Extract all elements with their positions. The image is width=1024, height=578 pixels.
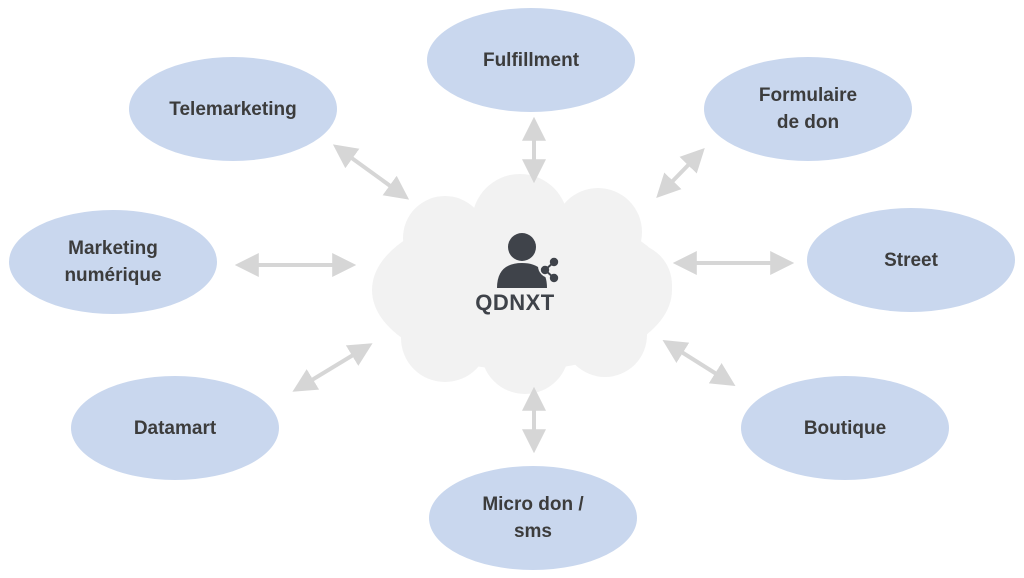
arrow-telemarketing (332, 144, 410, 200)
user-share-icon (497, 233, 562, 288)
node-marketing-ellipse (9, 210, 217, 314)
arrow-boutique (662, 340, 736, 386)
arrow-datamart (292, 343, 373, 392)
cloud-shape (372, 174, 672, 394)
arrow-formulaire (656, 147, 705, 199)
node-fulfillment-ellipse (427, 8, 635, 112)
node-boutique-ellipse (741, 376, 949, 480)
node-micro-ellipse (429, 466, 637, 570)
hub-label: QDNXT (475, 290, 555, 315)
node-datamart-ellipse (71, 376, 279, 480)
node-telemarketing-ellipse (129, 57, 337, 161)
node-street-ellipse (807, 208, 1015, 312)
node-formulaire-ellipse (704, 57, 912, 161)
